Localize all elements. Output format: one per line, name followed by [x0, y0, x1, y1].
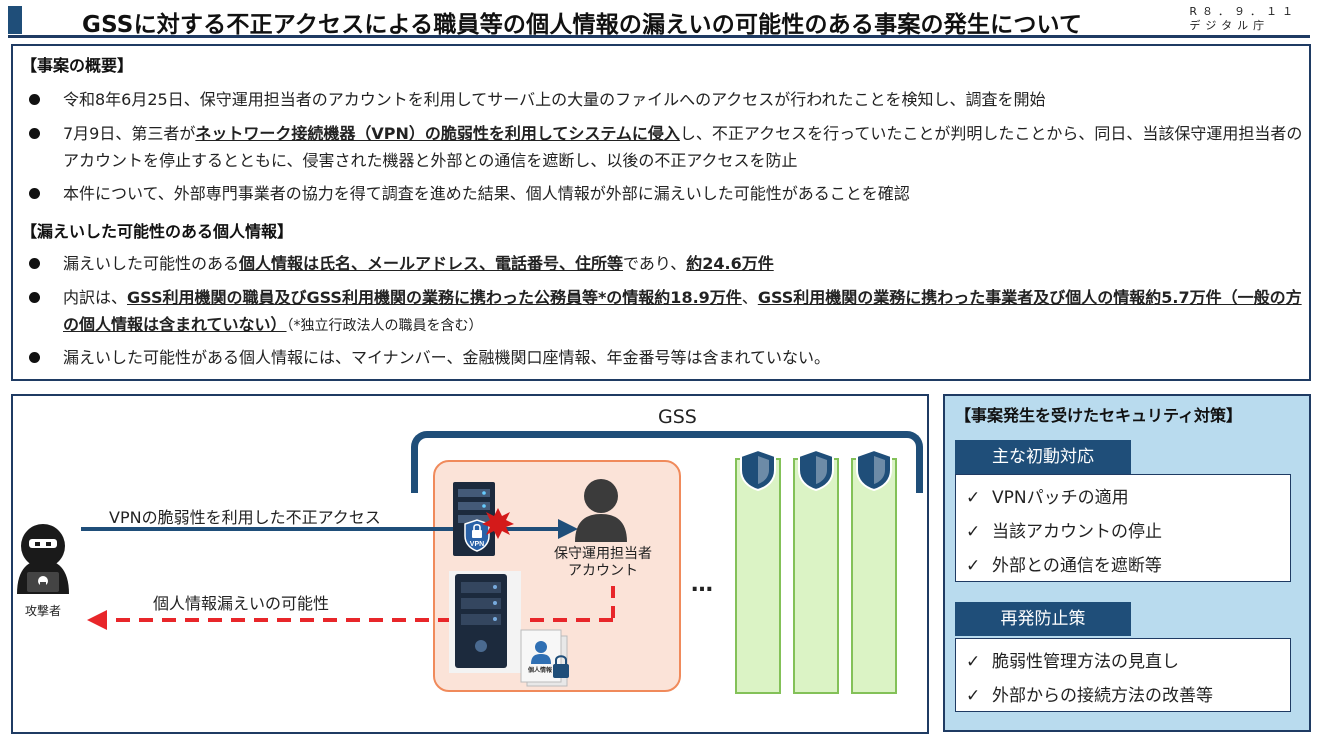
bullet-text: 7月9日、第三者がネットワーク接続機器（VPN）の脆弱性を利用してシステムに侵入…	[63, 124, 1303, 170]
attacker-label: 攻撃者	[25, 604, 62, 618]
list-item: ✓VPNパッチの適用	[966, 488, 1129, 508]
bullet-text: 漏えいした可能性のある個人情報は氏名、メールアドレス、電話番号、住所等であり、約…	[63, 254, 774, 273]
vpn-badge-text: VPN	[470, 541, 484, 548]
system-column	[735, 458, 781, 694]
personal-info-document-icon	[520, 629, 569, 687]
section-heading-overview: 【事案の概要】	[21, 56, 134, 75]
check-icon: ✓	[966, 686, 981, 706]
incident-summary-box: 【事案の概要】 令和8年6月25日、保守運用担当者のアカウントを利用してサーバ上…	[11, 44, 1311, 381]
shield-icon	[856, 448, 892, 492]
ellipsis: …	[691, 572, 716, 597]
title-meta: R８．９．１１ デジタル庁	[1189, 5, 1298, 33]
organization: デジタル庁	[1189, 19, 1270, 32]
leak-arrow	[87, 586, 615, 630]
operator-label-line1: 保守運用担当者	[554, 546, 652, 562]
prevention-heading: 再発防止策	[955, 602, 1131, 636]
release-date: R８．９．１１	[1189, 5, 1298, 18]
bullet-dot	[29, 352, 40, 363]
list-item: ✓外部との通信を遮断等	[966, 556, 1162, 576]
title-bar: GSSに対する不正アクセスによる職員等の個人情報の漏えいの可能性のある事案の発生…	[8, 4, 1310, 38]
bullet-dot	[29, 128, 40, 139]
bullet-text: 内訳は、GSS利用機関の職員及びGSS利用機関の業務に携わった公務員等*の情報約…	[63, 288, 1302, 334]
attacker-icon	[17, 524, 69, 594]
operator-label: 保守運用担当者 アカウント	[543, 546, 663, 580]
gss-label: GSS	[658, 406, 697, 428]
page-title: GSSに対する不正アクセスによる職員等の個人情報の漏えいの可能性のある事案の発生…	[82, 12, 1083, 38]
panel-title: 【事案発生を受けたセキュリティ対策】	[955, 406, 1243, 425]
vpn-server-icon	[453, 482, 495, 556]
bullet-dot	[29, 258, 40, 269]
check-icon: ✓	[966, 488, 981, 508]
breach-burst-icon	[482, 508, 514, 539]
system-column	[851, 458, 897, 694]
initial-response-heading: 主な初動対応	[955, 440, 1131, 474]
attack-arrow-label: VPNの脆弱性を利用した不正アクセス	[109, 508, 381, 527]
check-icon: ✓	[966, 522, 981, 542]
prevention-list: ✓脆弱性管理方法の見直し ✓外部からの接続方法の改善等	[955, 638, 1291, 712]
shield-icon	[740, 448, 776, 492]
title-accent-bar	[8, 6, 22, 34]
doc-label: 個人情報	[527, 666, 553, 674]
check-icon: ✓	[966, 556, 981, 576]
list-item: ✓当該アカウントの停止	[966, 522, 1162, 542]
diagram-graphics: VPN 個人情報	[17, 479, 627, 687]
operator-label-line2: アカウント	[568, 563, 638, 579]
gss-bracket	[411, 431, 923, 493]
check-icon: ✓	[966, 652, 981, 672]
operator-account-icon	[575, 479, 627, 542]
shield-icon	[798, 448, 834, 492]
attack-diagram: GSS …	[11, 394, 929, 734]
data-server-icon	[449, 571, 521, 673]
security-measures-panel: 【事案発生を受けたセキュリティ対策】 主な初動対応 ✓VPNパッチの適用 ✓当該…	[943, 394, 1311, 732]
bullet-dot	[29, 188, 40, 199]
list-item: ✓外部からの接続方法の改善等	[966, 686, 1213, 706]
bullet-dot	[29, 292, 40, 303]
bullet-text: 令和8年6月25日、保守運用担当者のアカウントを利用してサーバ上の大量のファイル…	[63, 90, 1046, 109]
bullet-text: 本件について、外部専門事業者の協力を得て調査を進めた結果、個人情報が外部に漏えい…	[63, 184, 910, 203]
initial-response-list: ✓VPNパッチの適用 ✓当該アカウントの停止 ✓外部との通信を遮断等	[955, 474, 1291, 582]
list-item: ✓脆弱性管理方法の見直し	[966, 652, 1179, 672]
bullet-dot	[29, 94, 40, 105]
section-heading-leaked-info: 【漏えいした可能性のある個人情報】	[21, 222, 294, 241]
bullet-text: 漏えいした可能性がある個人情報には、マイナンバー、金融機関口座情報、年金番号等は…	[63, 348, 831, 367]
leak-arrow-label: 個人情報漏えいの可能性	[153, 594, 330, 613]
